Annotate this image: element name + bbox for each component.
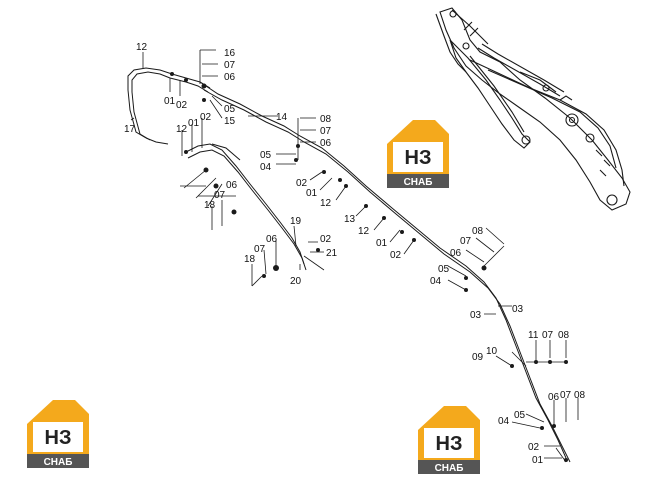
logo-mark-text: НЗ xyxy=(45,427,72,449)
label-07-bottom: 07 xyxy=(560,390,572,401)
label-04-upper: 04 xyxy=(260,162,272,173)
logo-mark-bottom-left: НЗ СНАБ xyxy=(27,400,89,468)
label-02-top: 02 xyxy=(176,100,188,111)
label-leader-lines xyxy=(130,49,579,463)
label-09: 09 xyxy=(472,352,484,363)
label-07-lowright: 07 xyxy=(542,330,554,341)
label-02-lower: 02 xyxy=(390,250,402,261)
logo-mark-text: НЗ xyxy=(405,147,432,169)
label-06-bottom: 06 xyxy=(548,392,560,403)
label-07-branch: 07 xyxy=(254,244,266,255)
label-03-b: 03 xyxy=(470,310,482,321)
label-03-a: 03 xyxy=(512,304,524,315)
label-06-right: 06 xyxy=(450,248,462,259)
label-07-right: 07 xyxy=(460,236,472,247)
label-02-bottom: 02 xyxy=(528,442,540,453)
label-19: 19 xyxy=(290,216,302,227)
label-01-seq: 01 xyxy=(306,188,318,199)
label-04-right: 04 xyxy=(430,276,442,287)
label-18-left: 18 xyxy=(204,200,216,211)
label-12-seq: 12 xyxy=(320,198,332,209)
label-06-top: 06 xyxy=(224,72,236,83)
label-06-branch: 06 xyxy=(266,234,278,245)
label-12-mid: 12 xyxy=(176,124,188,135)
label-17: 17 xyxy=(124,124,136,135)
logo-mark-text: НЗ xyxy=(436,433,463,455)
label-05-upper: 05 xyxy=(260,150,272,161)
label-14: 14 xyxy=(276,112,288,123)
logo-band-text: СНАБ xyxy=(435,463,464,474)
label-07-top: 07 xyxy=(224,60,236,71)
label-07-left: 07 xyxy=(214,190,226,201)
label-10: 10 xyxy=(486,346,498,357)
label-02-seq: 02 xyxy=(296,178,308,189)
hose-fittings xyxy=(170,72,568,462)
hose-routing-lines xyxy=(127,67,571,463)
label-05-top: 05 xyxy=(224,104,236,115)
label-12-top: 12 xyxy=(136,42,148,53)
label-16: 16 xyxy=(224,48,236,59)
label-20: 20 xyxy=(290,276,302,287)
logo-mark-center: НЗ СНАБ xyxy=(387,120,449,188)
label-02-branch: 02 xyxy=(320,234,332,245)
logo-band-text: СНАБ xyxy=(44,457,73,468)
label-08-lowright: 08 xyxy=(558,330,570,341)
label-07-upper: 07 xyxy=(320,126,332,137)
label-18-branch: 18 xyxy=(244,254,256,265)
label-02-mid: 02 xyxy=(200,112,212,123)
label-04-bottom: 04 xyxy=(498,416,510,427)
label-15: 15 xyxy=(224,116,236,127)
excavator-boom-illustration xyxy=(435,7,631,211)
label-01-lower: 01 xyxy=(376,238,388,249)
label-06-upper: 06 xyxy=(320,138,332,149)
label-21: 21 xyxy=(326,248,338,259)
label-08-upper: 08 xyxy=(320,114,332,125)
part-number-labels: 12 17 01 02 16 07 06 05 15 14 12 01 02 0… xyxy=(124,42,586,466)
label-01-mid: 01 xyxy=(188,118,200,129)
label-01-bottom: 01 xyxy=(532,455,544,466)
label-11: 11 xyxy=(528,330,539,341)
label-05-right: 05 xyxy=(438,264,450,275)
label-08-bottom: 08 xyxy=(574,390,586,401)
logo-mark-bottom-center: НЗ СНАБ xyxy=(418,406,480,474)
label-08-right: 08 xyxy=(472,226,484,237)
logo-band-text: СНАБ xyxy=(404,177,433,188)
label-12-lower: 12 xyxy=(358,226,370,237)
label-01-top: 01 xyxy=(164,96,176,107)
label-06-left: 06 xyxy=(226,180,238,191)
label-13: 13 xyxy=(344,214,356,225)
label-05-bottom: 05 xyxy=(514,410,526,421)
